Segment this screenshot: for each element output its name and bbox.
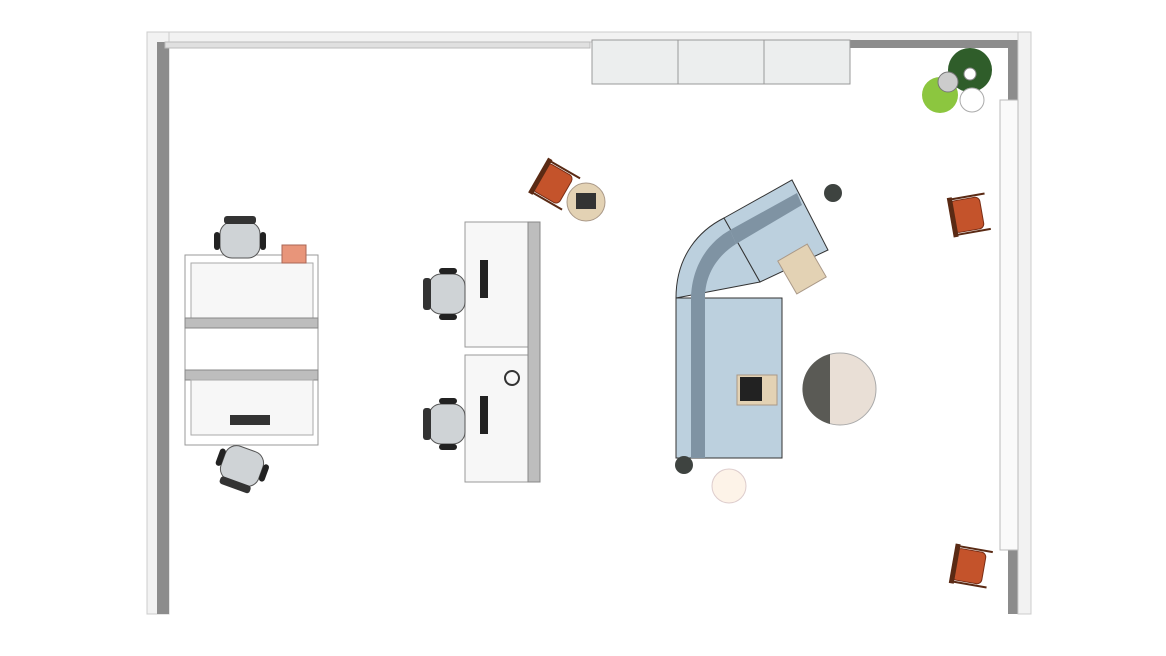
pouf — [711, 468, 747, 504]
task-chair — [208, 439, 274, 498]
task-chair — [422, 267, 466, 321]
modular-sofa — [675, 179, 829, 459]
bench-desk-middle — [464, 221, 541, 483]
task-chair — [422, 397, 466, 451]
round-table — [802, 352, 877, 426]
storage-cabinet — [591, 39, 851, 85]
lounge-chair — [945, 190, 993, 239]
walls — [146, 31, 1032, 615]
bench-desk-left — [184, 244, 319, 446]
side-table — [675, 456, 693, 474]
plant — [922, 48, 992, 113]
lounge-chair — [947, 542, 995, 591]
task-chair — [213, 215, 267, 259]
side-table — [824, 184, 842, 202]
